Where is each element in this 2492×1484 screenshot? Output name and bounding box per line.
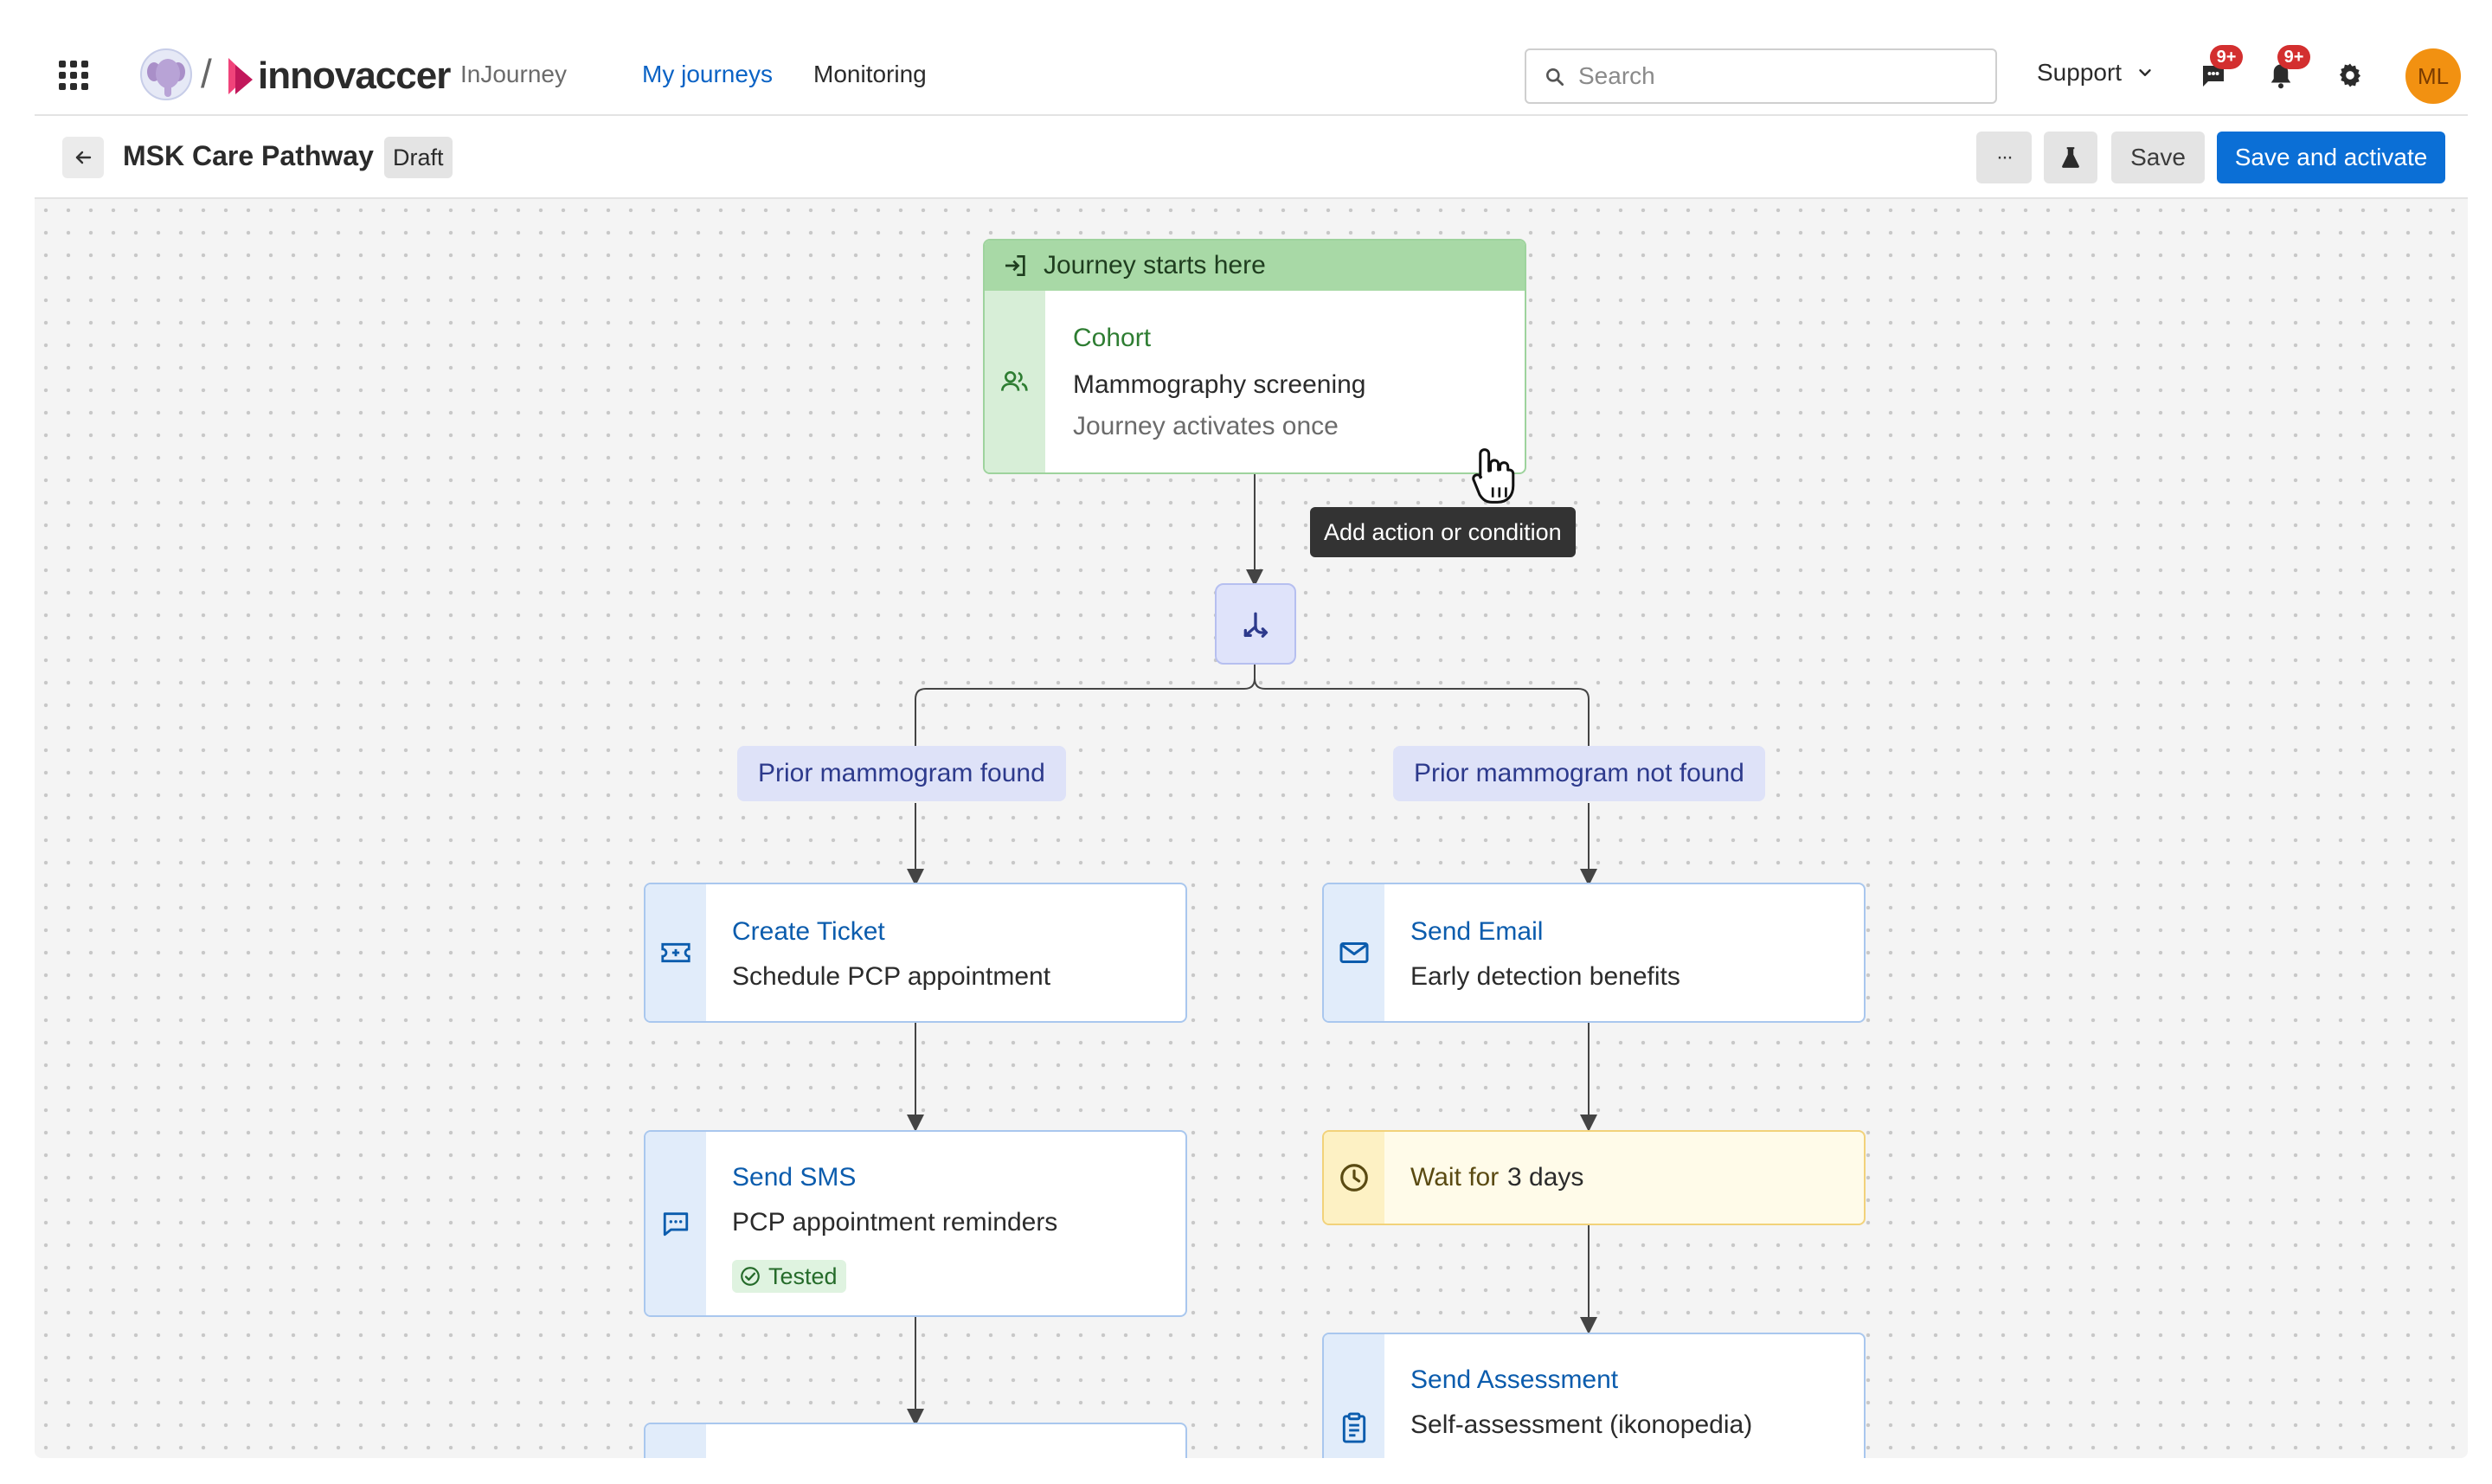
flow-connectors	[907, 474, 1597, 1426]
support-menu[interactable]: Support	[2037, 59, 2155, 87]
innovaccer-logo[interactable]: innovaccer	[228, 50, 451, 102]
bell-icon	[2270, 64, 2291, 89]
nav-monitoring[interactable]: Monitoring	[813, 61, 927, 87]
check-badge-icon	[741, 1267, 760, 1286]
wait-node[interactable]: Wait for 3 days	[1322, 1130, 1866, 1225]
app-launcher-icon[interactable]	[59, 61, 88, 90]
node-strip	[1324, 1334, 1384, 1458]
branch-condition-not-found[interactable]: Prior mammogram not found	[1393, 746, 1765, 801]
notifications-button[interactable]: 9+	[2264, 45, 2310, 92]
sms-icon	[663, 1212, 689, 1237]
node-title: Create Ticket	[732, 917, 885, 946]
more-options-button[interactable]: ···	[1976, 132, 2032, 183]
start-node-type: Cohort	[1073, 324, 1152, 352]
add-action-tooltip: Add action or condition	[1310, 507, 1576, 557]
brand-mark-icon	[228, 58, 254, 94]
journey-start-node[interactable]: Journey starts here Cohort Mammography s…	[983, 239, 1526, 474]
top-navigation: / innovaccer InJourney My journeys Monit…	[35, 0, 2468, 116]
brand-name: innovaccer	[258, 55, 451, 97]
nav-my-journeys[interactable]: My journeys	[642, 61, 773, 87]
wait-duration: 3 days	[1507, 1163, 1584, 1192]
send-assessment-node[interactable]: Send Assessment Self-assessment (ikonope…	[1322, 1333, 1866, 1458]
notifications-badge: 9+	[2277, 45, 2310, 69]
start-node-header: Journey starts here	[985, 241, 1525, 291]
clipboard-icon	[1342, 1412, 1366, 1443]
journey-header: MSK Care Pathway Draft ··· Save Save and…	[35, 116, 2468, 199]
settings-button[interactable]	[2333, 57, 2367, 92]
node-subtitle: Early detection benefits	[1410, 962, 1680, 991]
login-icon	[1005, 255, 1025, 276]
node-subtitle: PCP appointment reminders	[732, 1208, 1058, 1237]
hand-cursor-icon	[1472, 448, 1515, 504]
node-strip	[645, 884, 706, 1021]
node-subtitle: Schedule PCP appointment	[732, 962, 1051, 991]
node-strip	[1324, 884, 1384, 1021]
tested-tag: Tested	[732, 1260, 846, 1293]
product-name: InJourney	[460, 61, 567, 87]
users-icon	[1001, 371, 1028, 391]
create-ticket-node[interactable]: Create Ticket Schedule PCP appointment	[644, 883, 1187, 1023]
more-icon: ···	[1996, 145, 2014, 169]
page-title: MSK Care Pathway	[123, 140, 374, 171]
support-label: Support	[2037, 59, 2123, 86]
node-title: Send Email	[1410, 917, 1544, 946]
back-button[interactable]	[62, 137, 104, 178]
search-box[interactable]	[1525, 48, 1997, 104]
status-badge: Draft	[384, 137, 453, 178]
node-strip	[1324, 1132, 1384, 1224]
node-strip	[645, 1424, 706, 1458]
next-action-node[interactable]	[644, 1423, 1187, 1458]
start-node-strip	[985, 291, 1045, 472]
activation-note: Journey activates once	[1073, 412, 1339, 440]
mail-icon	[1339, 942, 1369, 963]
search-input[interactable]	[1578, 59, 1976, 93]
node-strip	[645, 1132, 706, 1315]
journey-canvas[interactable]: Journey starts here Cohort Mammography s…	[35, 199, 2468, 1458]
gear-icon	[2339, 63, 2361, 87]
save-button[interactable]: Save	[2111, 132, 2205, 183]
test-button[interactable]	[2044, 132, 2097, 183]
node-title: Send Assessment	[1410, 1365, 1619, 1394]
branch-condition-found[interactable]: Prior mammogram found	[737, 746, 1066, 801]
flask-icon	[2062, 147, 2079, 168]
chevron-down-icon	[2139, 69, 2151, 76]
send-email-node[interactable]: Send Email Early detection benefits	[1322, 883, 1866, 1023]
node-subtitle: Self-assessment (ikonopedia)	[1410, 1410, 1753, 1439]
messages-button[interactable]: 9+	[2196, 45, 2243, 92]
condition-split-node[interactable]	[1215, 583, 1296, 665]
cohort-name: Mammography screening	[1073, 370, 1366, 399]
node-title: Send SMS	[732, 1163, 857, 1192]
user-avatar[interactable]: ML	[2405, 48, 2461, 104]
wait-prefix: Wait for	[1410, 1163, 1500, 1192]
send-sms-node[interactable]: Send SMS PCP appointment reminders Teste…	[644, 1130, 1187, 1317]
search-icon	[1546, 68, 1564, 87]
save-and-activate-button[interactable]: Save and activate	[2217, 132, 2445, 183]
start-node-title: Journey starts here	[1044, 251, 1266, 279]
arrow-left-icon	[75, 151, 92, 164]
messages-badge: 9+	[2210, 45, 2243, 69]
clock-icon	[1340, 1164, 1368, 1192]
ticket-icon	[661, 942, 690, 963]
split-arrow-icon	[1243, 612, 1268, 638]
logo-separator: /	[201, 51, 212, 96]
tested-label: Tested	[768, 1262, 838, 1289]
chat-icon	[2203, 66, 2224, 87]
mascot-logo	[140, 48, 192, 100]
